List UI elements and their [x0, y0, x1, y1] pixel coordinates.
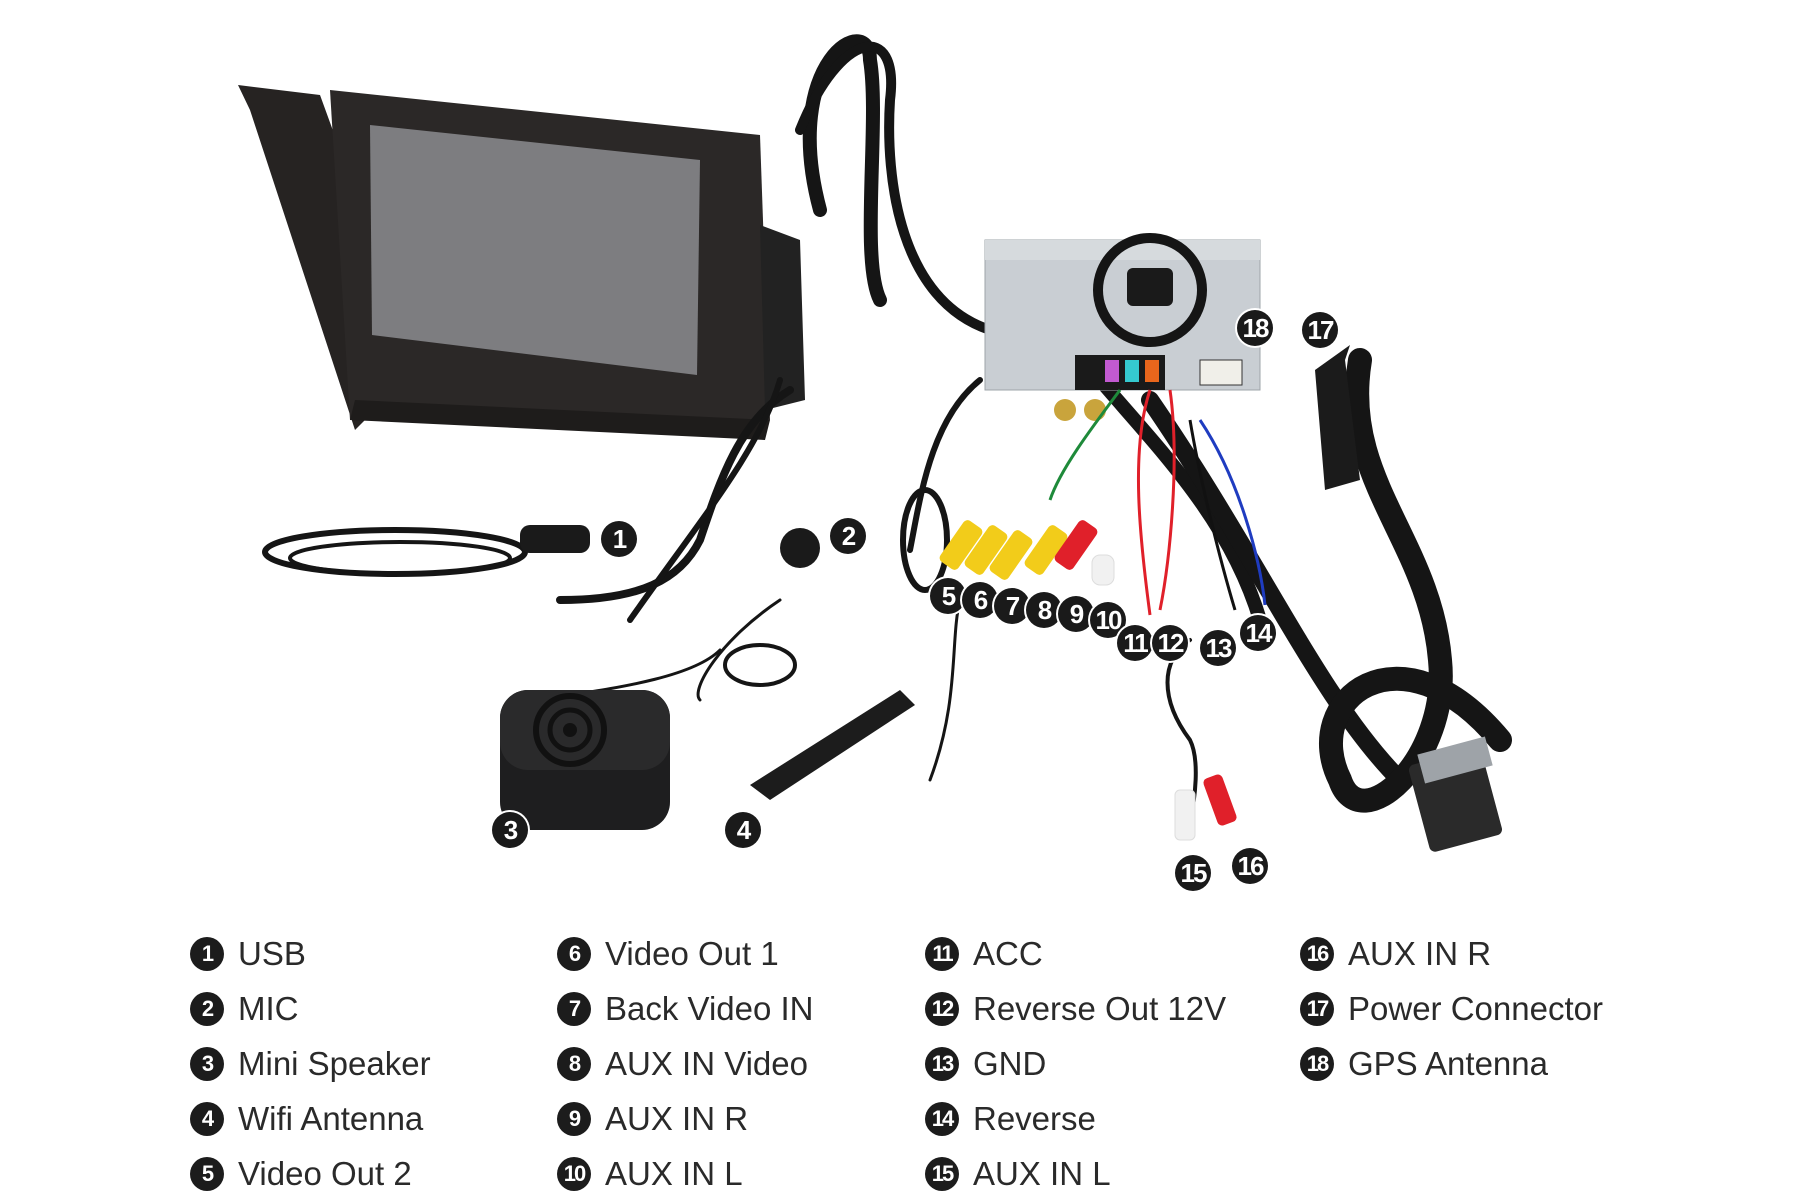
legend-item: 18 GPS Antenna — [1300, 1040, 1548, 1088]
legend-number-badge: 3 — [190, 1047, 224, 1081]
legend-number-badge: 8 — [557, 1047, 591, 1081]
fakra-orange — [1145, 360, 1159, 382]
legend-number-badge: 7 — [557, 992, 591, 1026]
legend-label: Reverse Out 12V — [973, 990, 1227, 1027]
legend-label: Video Out 1 — [605, 935, 779, 972]
callout-mic: 2 — [830, 518, 866, 554]
legend-label: Video Out 2 — [238, 1155, 412, 1192]
legend-item: 8 AUX IN Video — [557, 1040, 808, 1088]
callout-aux-in-r-2: 16 — [1232, 848, 1268, 884]
callout-wifi-antenna: 4 — [725, 812, 761, 848]
legend-number-badge: 14 — [925, 1102, 959, 1136]
callout-reverse: 14 — [1240, 615, 1276, 651]
legend-label: AUX IN Video — [605, 1045, 808, 1082]
product-diagram: 1 2 3 4 5 6 7 8 9 10 11 12 13 14 15 16 1… — [238, 34, 1512, 891]
legend-item: 9 AUX IN R — [557, 1095, 748, 1143]
callout-video-out-2: 5 — [930, 578, 966, 614]
callout-reverse-out-12v: 12 — [1152, 625, 1188, 661]
legend-number-badge: 10 — [557, 1157, 591, 1191]
legend-label: Power Connector — [1348, 990, 1603, 1027]
legend-item: 7 Back Video IN — [557, 985, 814, 1033]
legend-label: AUX IN L — [973, 1155, 1111, 1192]
legend-number-badge: 5 — [190, 1157, 224, 1191]
callout-aux-in-l-2: 15 — [1175, 855, 1211, 891]
legend-label: GPS Antenna — [1348, 1045, 1548, 1082]
legend-label: AUX IN L — [605, 1155, 743, 1192]
callout-video-out-1: 6 — [962, 582, 998, 618]
legend-item: 15 AUX IN L — [925, 1150, 1111, 1198]
legend-item: 11 ACC — [925, 930, 1043, 978]
fakra-cyan — [1125, 360, 1139, 382]
legend-item: 12 Reverse Out 12V — [925, 985, 1226, 1033]
legend-item: 10 AUX IN L — [557, 1150, 743, 1198]
sma-connector-1 — [1054, 399, 1076, 421]
legend-item: 2 MIC — [190, 985, 299, 1033]
head-unit-screen — [370, 125, 700, 375]
legend-label: GND — [973, 1045, 1047, 1082]
legend-label: AUX IN R — [605, 1100, 749, 1137]
legend-number-badge: 4 — [190, 1102, 224, 1136]
legend-label: ACC — [973, 935, 1043, 972]
legend-item: 6 Video Out 1 — [557, 930, 779, 978]
head-unit-left-bracket — [238, 85, 365, 430]
legend-item: 17 Power Connector — [1300, 985, 1603, 1033]
callout-acc: 11 — [1117, 625, 1153, 661]
legend-label: USB — [238, 935, 306, 972]
power-connector — [1315, 345, 1503, 852]
callout-aux-in-video: 8 — [1026, 592, 1062, 628]
legend-label: MIC — [238, 990, 299, 1027]
legend-item: 13 GND — [925, 1040, 1046, 1088]
legend-label: Mini Speaker — [238, 1045, 431, 1082]
legend-item: 14 Reverse — [925, 1095, 1096, 1143]
legend-item: 3 Mini Speaker — [190, 1040, 431, 1088]
rca-plugs — [939, 520, 1237, 841]
sma-connector-2 — [1084, 399, 1106, 421]
usb-plug — [520, 525, 590, 553]
legend-label: Back Video IN — [605, 990, 814, 1027]
legend-item: 5 Video Out 2 — [190, 1150, 412, 1198]
interface-module — [984, 233, 1261, 421]
legend-number-badge: 18 — [1300, 1047, 1334, 1081]
head-unit — [238, 85, 805, 440]
legend-number-badge: 17 — [1300, 992, 1334, 1026]
legend-label: Wifi Antenna — [238, 1100, 424, 1137]
legend-number-badge: 11 — [925, 937, 959, 971]
callout-usb: 1 — [601, 521, 637, 557]
legend-item: 16 AUX IN R — [1300, 930, 1491, 978]
callout-power-connector: 17 — [1302, 312, 1338, 348]
mini-speaker — [500, 690, 670, 830]
legend-number-badge: 13 — [925, 1047, 959, 1081]
legend-item: 1 USB — [190, 930, 306, 978]
legend-number-badge: 2 — [190, 992, 224, 1026]
fakra-pink — [1105, 360, 1119, 382]
legend-number-badge: 9 — [557, 1102, 591, 1136]
gps-cable-coil — [1093, 233, 1207, 347]
callout-gnd: 13 — [1200, 630, 1236, 666]
wifi-antenna — [750, 690, 915, 800]
legend-label: AUX IN R — [1348, 935, 1492, 972]
callout-gps-antenna: 18 — [1237, 310, 1273, 346]
callout-mini-speaker: 3 — [492, 812, 528, 848]
legend-item: 4 Wifi Antenna — [190, 1095, 423, 1143]
mic-head — [780, 528, 820, 568]
legend-label: Reverse — [973, 1100, 1096, 1137]
legend-number-badge: 1 — [190, 937, 224, 971]
legend-number-badge: 6 — [557, 937, 591, 971]
legend-number-badge: 16 — [1300, 937, 1334, 971]
legend-number-badge: 12 — [925, 992, 959, 1026]
callout-back-video-in: 7 — [994, 588, 1030, 624]
wiring-kit-illustration — [238, 34, 1512, 852]
signal-wires — [1048, 389, 1267, 616]
legend-number-badge: 15 — [925, 1157, 959, 1191]
power-socket — [1199, 359, 1243, 386]
gps-puck — [1127, 268, 1173, 306]
callout-aux-in-r: 9 — [1058, 596, 1094, 632]
